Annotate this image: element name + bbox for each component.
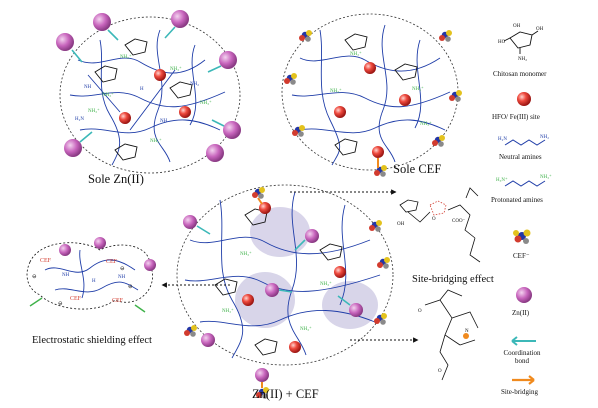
neutral-amine-icon: [504, 139, 546, 146]
zinc-ions: [56, 10, 241, 162]
panel-sole-zn: NH₃⁺ NH₃⁺ NH₃⁺ NH₃⁺ NH₃⁺ NH₃⁺ NH H NH₂ H₂N NH: [56, 10, 241, 174]
svg-text:OH: OH: [513, 24, 521, 29]
site-bridging-structure-top: [399, 187, 481, 263]
site-bridging-atoms: OH O COO⁻: [397, 217, 466, 227]
svg-text:NH₃⁺: NH₃⁺: [240, 251, 252, 257]
sole-cef-title: Sole CEF: [393, 162, 441, 176]
cef-molecules: [184, 187, 390, 399]
protonated-amines: NH₃⁺ NH₃⁺ NH₃⁺ NH₃⁺: [222, 251, 332, 332]
coordination-bonds: [71, 26, 225, 143]
svg-text:⊖: ⊖: [120, 266, 125, 272]
svg-text:NH₃⁺: NH₃⁺: [320, 281, 332, 287]
polymer-network: [184, 191, 381, 359]
legend-hfo-label: HFO/ Fe(III) site: [492, 113, 540, 121]
zinc-sphere-icon: [516, 287, 532, 303]
svg-text:NH₃⁺: NH₃⁺: [300, 326, 312, 332]
panel-sole-cef: NH₃⁺ NH₃⁺ NH₃⁺ NH₃⁺: [281, 13, 462, 177]
combined-title: Zn(II) + CEF: [252, 387, 319, 401]
protonated-amine-icon: [504, 180, 546, 187]
legend-cef-label: CEF⁻: [513, 252, 530, 260]
svg-text:⊖: ⊖: [32, 274, 37, 280]
svg-text:NH₃⁺: NH₃⁺: [330, 88, 342, 94]
chitosan-rings: [94, 38, 193, 161]
svg-text:NH₃⁺: NH₃⁺: [88, 108, 100, 114]
svg-text:NH: NH: [62, 273, 70, 278]
electrostatic-shielding-label: Electrostatic shielding effect: [32, 335, 152, 346]
chitosan-rings: [214, 208, 343, 356]
svg-text:O: O: [418, 309, 422, 314]
svg-text:NH₃⁺: NH₃⁺: [170, 66, 182, 72]
svg-text:OH: OH: [397, 222, 405, 227]
svg-text:NH: NH: [118, 275, 126, 280]
svg-text:CEF: CEF: [106, 259, 118, 265]
panel-combined: NH₃⁺ NH₃⁺ NH₃⁺ NH₃⁺: [176, 184, 394, 399]
svg-text:COO⁻: COO⁻: [452, 219, 466, 224]
svg-text:CEF: CEF: [70, 296, 82, 302]
svg-text:NH₃⁺: NH₃⁺: [420, 121, 432, 127]
svg-text:H₂N: H₂N: [75, 117, 84, 122]
svg-text:N: N: [465, 329, 469, 334]
protonated-amines: NH₃⁺ NH₃⁺ NH₃⁺ NH₃⁺: [330, 51, 432, 127]
hfo-sites: [242, 202, 346, 353]
svg-text:O: O: [438, 369, 442, 374]
svg-text:NH₃⁺: NH₃⁺: [412, 86, 424, 92]
cef-molecule-icon: [513, 229, 531, 244]
shaded-regions: [235, 207, 378, 329]
hfo-sites: [334, 62, 411, 158]
svg-text:HO: HO: [498, 40, 506, 45]
site-bridging-label: Site-bridging effect: [412, 274, 494, 285]
svg-text:NH₂: NH₂: [190, 82, 199, 87]
red-sphere-icon: [517, 92, 531, 106]
svg-text:NH₃⁺: NH₃⁺: [222, 308, 234, 314]
electrostatic-shielding-structure: CEF CEF CEF CEF ⊖ ⊖ ⊖ ⊖ NH H NH: [26, 237, 156, 313]
svg-text:NH₃⁺: NH₃⁺: [102, 92, 114, 98]
svg-text:NH: NH: [84, 85, 92, 90]
svg-text:H₂N: H₂N: [498, 137, 507, 142]
svg-text:NH₂: NH₂: [540, 135, 549, 140]
svg-text:H: H: [92, 279, 96, 284]
amine-labels: NH H NH₂ H₂N NH: [75, 82, 199, 124]
bridging-links: [257, 197, 263, 388]
legend-chitosan-label: Chitosan monomer: [493, 70, 547, 78]
polymer-network: [69, 29, 226, 166]
sole-zn-title: Sole Zn(II): [88, 172, 144, 186]
connector-arrows: [161, 189, 419, 343]
coordination-bonds: [196, 225, 351, 306]
legend: OH OH HO NH₂ H₂N NH₂ H₃N⁺ NH₃⁺: [496, 24, 552, 385]
bridge-site-marker: [463, 333, 469, 339]
legend-neutral-label: Neutral amines: [499, 153, 542, 161]
svg-text:H₃N⁺: H₃N⁺: [496, 177, 508, 183]
svg-text:NH₃⁺: NH₃⁺: [200, 100, 212, 106]
cef-molecules: [284, 30, 462, 177]
svg-text:NH₂: NH₂: [518, 57, 527, 62]
legend-bridge-label: Site-bridging: [501, 388, 538, 396]
polymer-network: [291, 24, 451, 166]
legend-coord-label: Coordination bond: [503, 349, 541, 365]
protonated-amines: NH₃⁺ NH₃⁺ NH₃⁺ NH₃⁺ NH₃⁺ NH₃⁺: [88, 54, 212, 144]
svg-text:O: O: [432, 217, 436, 222]
site-bridging-structure-bottom: [424, 289, 479, 381]
legend-zn-label: Zn(II): [512, 309, 530, 317]
svg-text:NH₃⁺: NH₃⁺: [120, 54, 132, 60]
svg-text:CEF: CEF: [112, 298, 124, 304]
bottom-structure-atoms: O N O: [418, 309, 469, 374]
svg-text:NH₃⁺: NH₃⁺: [150, 138, 162, 144]
svg-text:NH: NH: [160, 119, 168, 124]
svg-text:⊖: ⊖: [58, 301, 63, 307]
chitosan-rings: [334, 33, 418, 156]
svg-text:H: H: [140, 87, 144, 92]
svg-text:NH₃⁺: NH₃⁺: [540, 174, 552, 180]
svg-text:NH₃⁺: NH₃⁺: [350, 51, 362, 57]
zinc-ions: [183, 215, 363, 382]
svg-text:OH: OH: [536, 27, 544, 32]
svg-text:CEF: CEF: [40, 258, 52, 264]
svg-text:⊖: ⊖: [128, 284, 133, 290]
chitosan-monomer-icon: [503, 30, 539, 54]
legend-protonated-label: Protonated amines: [491, 196, 543, 204]
hfo-sites: [119, 69, 191, 124]
